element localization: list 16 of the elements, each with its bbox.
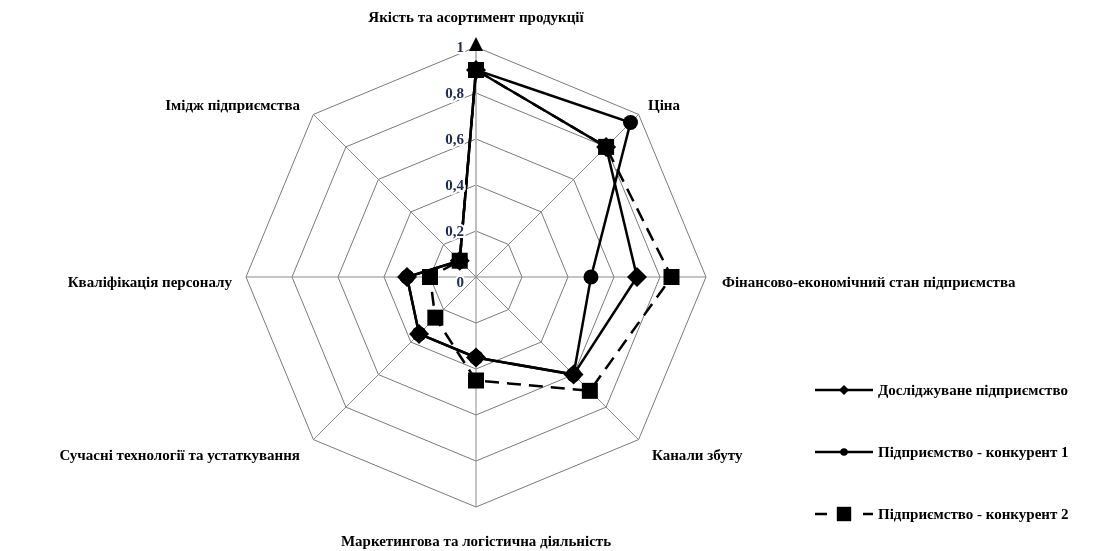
category-label: Сучасні технології та устаткування	[59, 447, 300, 463]
legend-text: Підприємство - конкурент 2	[878, 506, 1069, 522]
category-label: Маркетингова та логістична діяльність	[340, 533, 612, 549]
tick-label: 0,8	[445, 85, 464, 101]
tick-label: 0,6	[445, 131, 464, 147]
category-label: Фінансово-економічний стан підприємства	[722, 274, 1016, 290]
category-label: Якість та асортимент продукції	[368, 9, 584, 25]
category-label: Імідж підприємства	[165, 97, 300, 113]
category-label: Кваліфікація персоналу	[67, 274, 232, 290]
category-label: Ціна	[648, 97, 680, 113]
tick-label: 0,4	[445, 177, 464, 193]
tick-label: 1	[456, 39, 464, 55]
tick-label: 0	[456, 274, 464, 290]
legend-text: Досліджуване підприємство	[878, 382, 1068, 398]
legend-text: Підприємство - конкурент 1	[878, 444, 1069, 460]
category-label: Канали збуту	[652, 447, 743, 463]
